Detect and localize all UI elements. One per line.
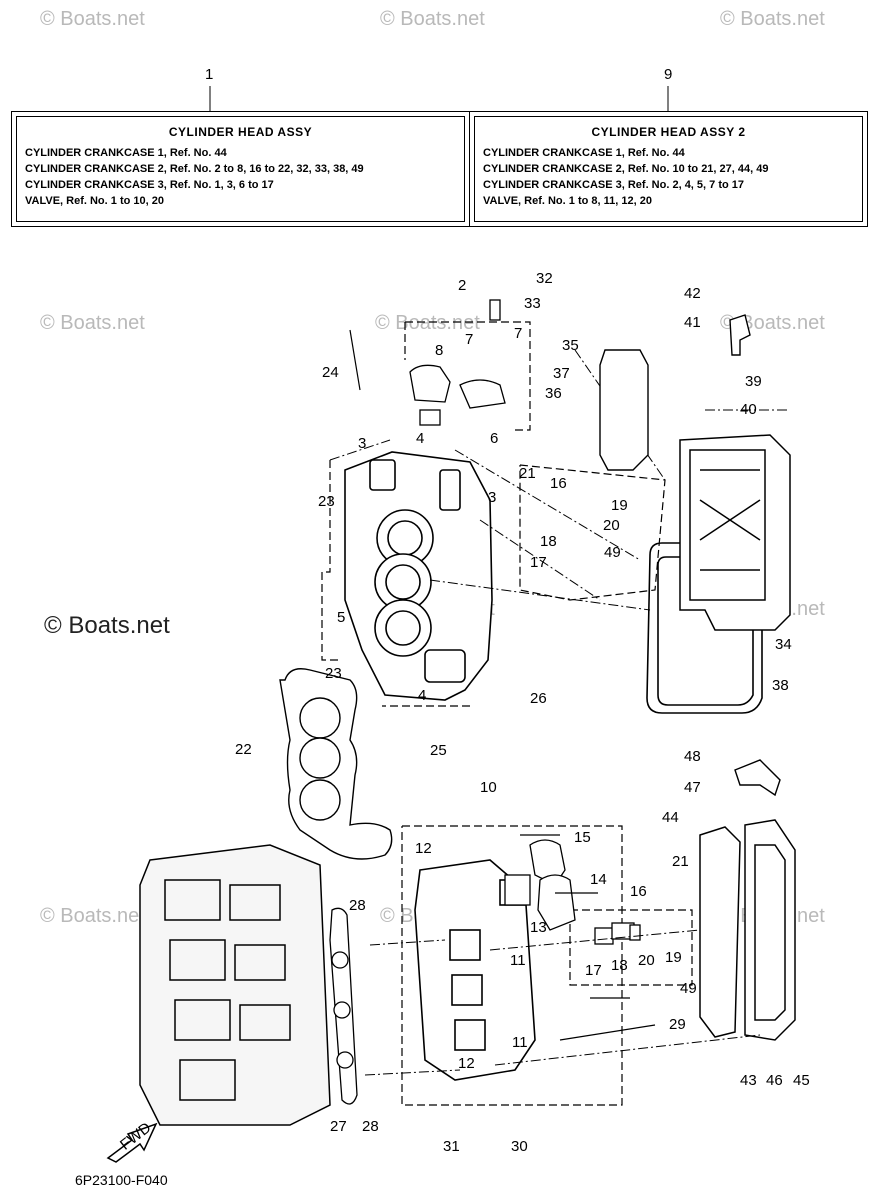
cover-plate-35: [599, 349, 649, 471]
diagram-code: 6P23100-F040: [75, 1172, 168, 1188]
callout-8: 8: [435, 342, 443, 359]
head-gasket-lower: [329, 907, 358, 1105]
callout-44: 44: [662, 809, 679, 826]
callout-31: 31: [443, 1138, 460, 1155]
callout-15: 15: [574, 829, 591, 846]
callout-17: 17: [530, 554, 547, 571]
callout-19: 19: [665, 949, 682, 966]
box1-line: CYLINDER CRANKCASE 1, Ref. No. 44: [25, 147, 227, 159]
box1-line: VALVE, Ref. No. 1 to 10, 20: [25, 195, 164, 207]
box1-title: CYLINDER HEAD ASSY: [168, 125, 313, 139]
callout-4: 4: [416, 430, 424, 447]
box2-number: 9: [664, 66, 673, 83]
callout-3: 3: [488, 489, 496, 506]
callout-3: 3: [358, 435, 366, 452]
callout-35: 35: [562, 337, 579, 354]
lower-cylinder-head: [414, 859, 536, 1081]
callout-5: 5: [337, 609, 345, 626]
watermark: © Boats.net: [720, 8, 825, 30]
callout-10: 10: [480, 779, 497, 796]
callout-14: 14: [590, 871, 607, 888]
callout-39: 39: [745, 373, 762, 390]
watermark: © Boats.net: [40, 8, 145, 30]
watermark: © Boats.net: [44, 612, 170, 639]
callout-7: 7: [465, 331, 473, 348]
callout-7: 7: [514, 325, 522, 342]
callout-20: 20: [603, 517, 620, 534]
cylinder-block: [139, 844, 331, 1126]
box1-number: 1: [205, 66, 214, 83]
callout-29: 29: [669, 1016, 686, 1033]
callout-16: 16: [550, 475, 567, 492]
callout-49: 49: [604, 544, 621, 561]
box1-line: CYLINDER CRANKCASE 2, Ref. No. 2 to 8, 1…: [25, 163, 364, 175]
box2-line: CYLINDER CRANKCASE 2, Ref. No. 10 to 21,…: [483, 163, 769, 175]
callout-13: 13: [530, 919, 547, 936]
callout-48: 48: [684, 748, 701, 765]
callout-20: 20: [638, 952, 655, 969]
callout-12: 12: [415, 840, 432, 857]
callout-21: 21: [519, 465, 536, 482]
watermark: © Boats.net: [375, 312, 480, 334]
callout-19: 19: [611, 497, 628, 514]
callout-17: 17: [585, 962, 602, 979]
box2-line: CYLINDER CRANKCASE 1, Ref. No. 44: [483, 147, 685, 159]
callout-11: 11: [510, 952, 526, 969]
callout-25: 25: [430, 742, 447, 759]
head-gasket-upper: [279, 668, 393, 860]
ref-box-cylinder-head-assy: CYLINDER HEAD ASSY CYLINDER CRANKCASE 1,…: [11, 111, 470, 227]
callout-42: 42: [684, 285, 701, 302]
callout-47: 47: [684, 779, 701, 796]
watermark: © Boats.net: [380, 8, 485, 30]
callout-23: 23: [318, 493, 335, 510]
callout-33: 33: [524, 295, 541, 312]
callout-2: 2: [458, 277, 466, 294]
callout-21: 21: [672, 853, 689, 870]
box2-line: CYLINDER CRANKCASE 3, Ref. No. 2, 4, 5, …: [483, 179, 744, 191]
callout-24: 24: [322, 364, 339, 381]
watermark: © Boats.net: [40, 905, 145, 927]
callout-28: 28: [362, 1118, 379, 1135]
fwd-label: FWD: [117, 1119, 155, 1154]
callout-11: 11: [512, 1034, 528, 1051]
callout-26: 26: [530, 690, 547, 707]
callout-40: 40: [740, 401, 757, 418]
callout-36: 36: [545, 385, 562, 402]
upper-cylinder-head: [344, 451, 493, 701]
callout-18: 18: [540, 533, 557, 550]
callout-41: 41: [684, 314, 701, 331]
box2-title: CYLINDER HEAD ASSY 2: [591, 125, 746, 139]
callout-16: 16: [630, 883, 647, 900]
callout-43: 43: [740, 1072, 757, 1089]
ref-box-cylinder-head-assy-2: CYLINDER HEAD ASSY 2 CYLINDER CRANKCASE …: [469, 111, 868, 227]
callout-45: 45: [793, 1072, 810, 1089]
callout-49: 49: [680, 980, 697, 997]
callout-18: 18: [611, 957, 628, 974]
callout-28: 28: [349, 897, 366, 914]
callout-6: 6: [490, 430, 498, 447]
watermark: © Boats.net: [40, 312, 145, 334]
valve-cover-upper: [679, 434, 791, 631]
box1-line: CYLINDER CRANKCASE 3, Ref. No. 1, 3, 6 t…: [25, 179, 274, 191]
callout-37: 37: [553, 365, 570, 382]
callout-23: 23: [325, 665, 342, 682]
callout-22: 22: [235, 741, 252, 758]
fwd-arrow: [106, 1122, 158, 1163]
callout-27: 27: [330, 1118, 347, 1135]
callout-4: 4: [418, 687, 426, 704]
callout-12: 12: [458, 1055, 475, 1072]
callout-46: 46: [766, 1072, 783, 1089]
callout-34: 34: [775, 636, 792, 653]
callout-30: 30: [511, 1138, 528, 1155]
valve-cover-lower: [699, 819, 796, 1041]
callout-38: 38: [772, 677, 789, 694]
box2-line: VALVE, Ref. No. 1 to 8, 11, 12, 20: [483, 195, 652, 207]
callout-32: 32: [536, 270, 553, 287]
